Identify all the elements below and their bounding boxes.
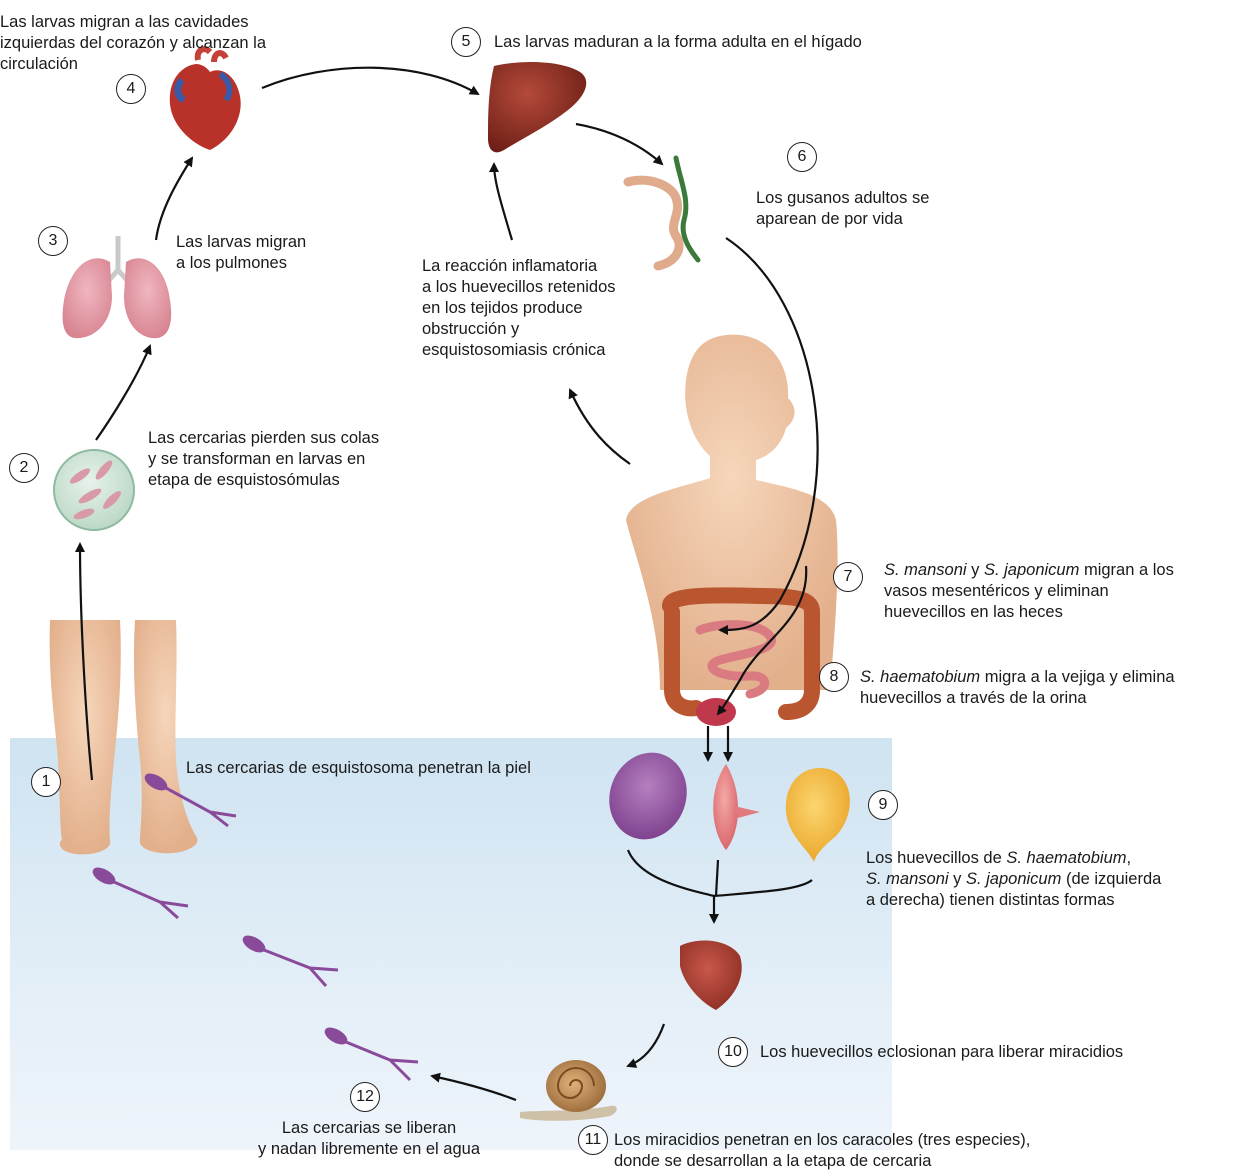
step-number-2: 2: [9, 453, 39, 483]
liver-illustration: [488, 62, 586, 152]
step-8-label: S. haematobium migra a la vejiga y elimi…: [860, 667, 1250, 709]
step-number-3: 3: [38, 226, 68, 256]
step-7-text-2: vasos mesentéricos y eliminan huevecillo…: [884, 581, 1244, 623]
step-7-text: migran a los: [1079, 561, 1173, 579]
step-7-connector: y: [967, 561, 984, 579]
egg-species-s-japonicum: S. japonicum: [966, 870, 1061, 888]
step-5-label: Las larvas maduran a la forma adulta en …: [494, 32, 862, 53]
step-number-10: 10: [718, 1037, 748, 1067]
eggs-illustration: [597, 742, 850, 862]
step-9-text-pre: Los huevecillos de: [866, 849, 1006, 867]
step-number-8: 8: [819, 662, 849, 692]
step-9-text-post: (de izquierda: [1061, 870, 1161, 888]
step-4-label: Las larvas migran a las cavidades izquie…: [0, 12, 266, 75]
step-number-7: 7: [833, 562, 863, 592]
step-number-5: 5: [451, 27, 481, 57]
legs-illustration: [50, 620, 198, 854]
step-12-label: Las cercarias se liberan y nadan libreme…: [258, 1118, 480, 1160]
step-9-label: Los huevecillos de S. haematobium, S. ma…: [866, 848, 1246, 911]
step-number-12: 12: [350, 1082, 380, 1112]
step-number-11: 11: [578, 1125, 608, 1155]
egg-merge-bracket: [628, 850, 812, 922]
step-number-1: 1: [31, 767, 61, 797]
species-s-mansoni: S. mansoni: [884, 561, 967, 579]
step-9-text-2: a derecha) tienen distintas formas: [866, 890, 1246, 911]
step-7-label: S. mansoni y S. japonicum migran a los v…: [884, 560, 1244, 623]
egg-species-s-mansoni: S. mansoni: [866, 870, 949, 888]
hatched-egg-illustration: [680, 941, 742, 1010]
step-number-9: 9: [868, 790, 898, 820]
schistosomula-cell: [54, 450, 134, 530]
step-9-comma: ,: [1127, 849, 1132, 867]
step-1-label: Las cercarias de esquistosoma penetran l…: [186, 758, 531, 779]
human-body-illustration: [626, 335, 838, 726]
step-number-4: 4: [116, 74, 146, 104]
step-10-label: Los huevecillos eclosionan para liberar …: [760, 1042, 1123, 1063]
species-s-haematobium: S. haematobium: [860, 668, 980, 686]
step-number-6: 6: [787, 142, 817, 172]
snail-illustration: [520, 1060, 617, 1121]
species-s-japonicum: S. japonicum: [984, 561, 1079, 579]
lungs-illustration: [63, 236, 172, 338]
step-11-label: Los miracidios penetran en los caracoles…: [614, 1130, 1030, 1172]
step-6-label: Los gusanos adultos se aparean de por vi…: [756, 188, 929, 230]
step-2-label: Las cercarias pierden sus colas y se tra…: [148, 428, 379, 491]
step-3-label: Las larvas migran a los pulmones: [176, 232, 306, 274]
adult-worms-illustration: [628, 158, 698, 266]
egg-species-s-haematobium: S. haematobium: [1006, 849, 1126, 867]
step-9-connector: y: [949, 870, 966, 888]
step-8-text-2: huevecillos a través de la orina: [860, 688, 1250, 709]
inflammation-label: La reacción inflamatoria a los huevecill…: [422, 256, 616, 361]
step-8-text: migra a la vejiga y elimina: [980, 668, 1174, 686]
cercariae-illustration: [91, 771, 418, 1080]
